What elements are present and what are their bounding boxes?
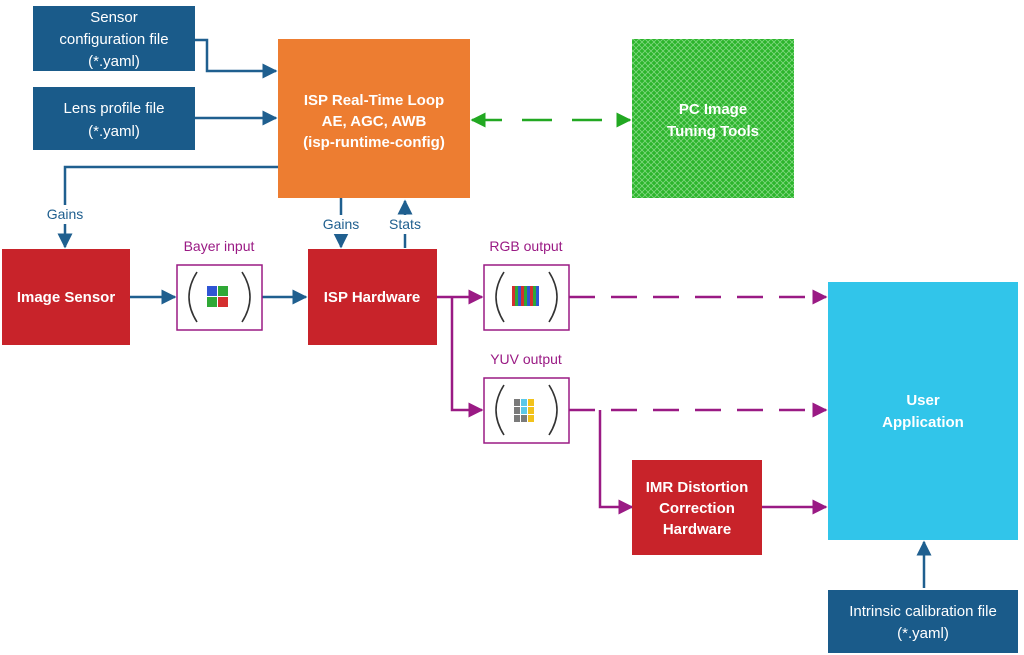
isp-loop-line-2: AE, AGC, AWB [322,113,427,130]
pc-image-tuning-tools-box[interactable]: PC Image Tuning Tools [632,39,794,198]
gains-label-mid: Gains [317,215,365,234]
intrinsic-calibration-file-box[interactable]: Intrinsic calibration file (*.yaml) [828,590,1018,653]
intrinsic-line-2: (*.yaml) [897,625,949,642]
svg-text:Gains: Gains [323,216,360,232]
user-app-line-2: Application [882,414,964,431]
sensor-config-line-3: (*.yaml) [88,53,140,70]
imr-line-1: IMR Distortion [646,479,749,496]
imr-line-3: Hardware [663,521,731,538]
arrow-isphw-to-yuv [450,297,484,418]
isp-loop-line-3: (isp-runtime-config) [303,134,445,151]
lens-profile-line-2: (*.yaml) [88,123,140,140]
rgb-stripes-icon [512,286,539,306]
lens-profile-line-1: Lens profile file [64,100,165,117]
svg-text:Sensor: Sensor [90,9,138,26]
stats-label: Stats [382,215,428,234]
yuv-output-label: YUV output [490,351,562,367]
imr-line-2: Correction [659,500,735,517]
sensor-config-line-2: configuration file [59,31,168,48]
yuv-buffer [483,377,570,444]
lens-profile-file-box[interactable]: Lens profile file (*.yaml) [33,87,195,150]
rgb-output-label: RGB output [489,238,562,254]
rgb-buffer [483,264,570,331]
user-application-box[interactable]: User Application [828,282,1018,540]
user-app-line-1: User [906,392,940,409]
bayer-buffer [176,264,263,331]
isp-realtime-loop-box[interactable]: ISP Real-Time Loop AE, AGC, AWB (isp-run… [278,39,470,198]
image-sensor-label: Image Sensor [17,289,116,306]
connectors-purple [437,289,828,515]
isp-hardware-label: ISP Hardware [324,289,420,306]
isp-loop-line-1: ISP Real-Time Loop [304,92,444,109]
arrow-yuv-to-imr [598,410,634,515]
intrinsic-line-1: Intrinsic calibration file [849,603,997,620]
bayer-pattern-icon [207,286,228,307]
svg-text:configuration file: configuration file [59,31,168,48]
image-sensor-box[interactable]: Image Sensor [2,249,130,345]
svg-text:Stats: Stats [389,216,421,232]
svg-text:Gains: Gains [47,206,84,222]
isp-hardware-box[interactable]: ISP Hardware [308,249,437,345]
arrow-isp-gains-to-sensor [57,165,278,249]
sensor-config-line-1: Sensor [90,9,138,26]
arrow-sensorcfg-to-isp [195,38,278,79]
yuv-planes-icon [514,399,534,422]
imr-distortion-correction-box[interactable]: IMR Distortion Correction Hardware [632,460,762,555]
pc-tools-line-1: PC Image [679,101,747,118]
sensor-config-file-box[interactable]: Sensor configuration file (*.yaml) [33,6,195,71]
pc-tools-line-2: Tuning Tools [667,123,759,140]
gains-label-left: Gains [41,205,89,224]
svg-text:(*.yaml): (*.yaml) [88,53,140,70]
bayer-input-label: Bayer input [184,238,255,254]
